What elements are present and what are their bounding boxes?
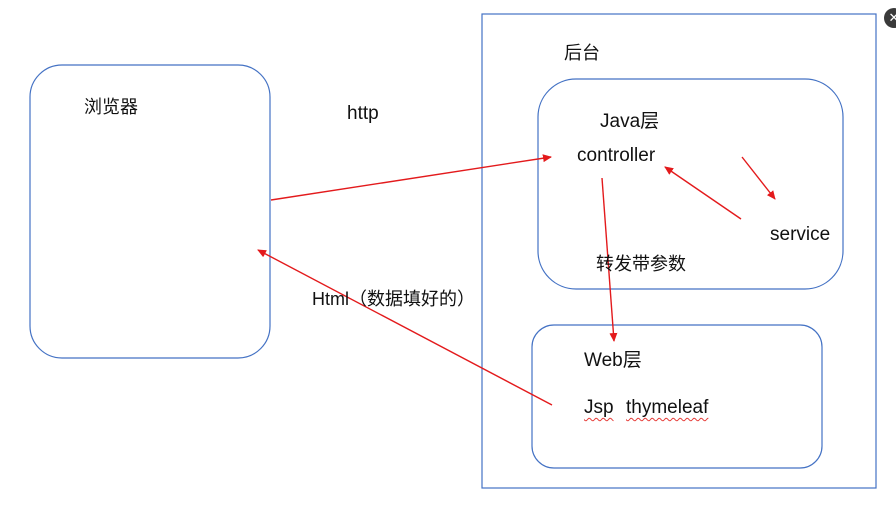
browser-box xyxy=(29,64,271,359)
jsp-text: Jsp xyxy=(584,397,614,418)
arrow-controller-to-web xyxy=(601,177,618,342)
thymeleaf-text: thymeleaf xyxy=(626,397,709,418)
web-layer-box xyxy=(531,324,823,469)
arrow-web-to-browser xyxy=(257,249,553,406)
html-response-label: Html（数据填好的） xyxy=(312,289,475,309)
jsp-label: Jsp xyxy=(584,398,614,417)
browser-label: 浏览器 xyxy=(84,97,138,118)
controller-label: controller xyxy=(577,145,656,166)
backend-label: 后台 xyxy=(564,43,600,64)
web-layer-label: Web层 xyxy=(584,350,642,371)
arrow-controller-to-service xyxy=(741,156,776,200)
java-layer-label: Java层 xyxy=(600,111,660,132)
close-icon[interactable]: ✕ xyxy=(884,8,896,28)
backend-container xyxy=(481,13,877,489)
java-layer-box xyxy=(537,78,844,290)
arrow-browser-to-controller xyxy=(270,154,552,201)
http-label: http xyxy=(347,103,379,124)
service-label: service xyxy=(770,224,831,245)
forward-with-params-label: 转发带参数 xyxy=(596,254,686,275)
thymeleaf-label: thymeleaf xyxy=(626,398,708,417)
arrow-service-to-controller xyxy=(664,166,742,220)
